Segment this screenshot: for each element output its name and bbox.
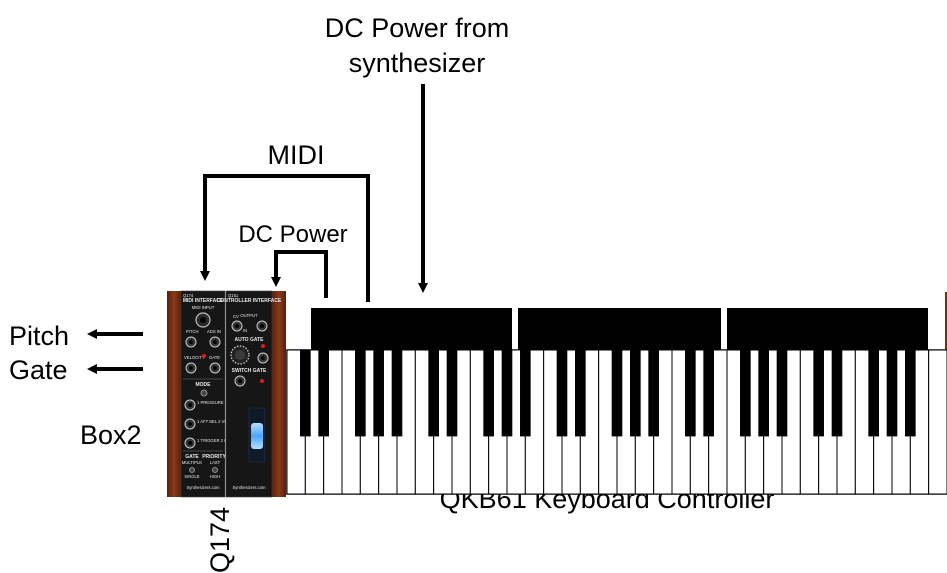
cv-label: CV — [233, 314, 239, 319]
jack-label-velocity: VELOCITY — [184, 355, 205, 360]
pitch-output-label: Pitch — [9, 321, 69, 351]
black-key[interactable] — [556, 350, 568, 437]
module-left-title: MIDI INTERFACE — [183, 298, 224, 304]
black-key[interactable] — [685, 350, 696, 437]
dc-power-connector — [271, 250, 328, 298]
black-key[interactable] — [740, 350, 751, 437]
black-key[interactable] — [355, 350, 366, 437]
gate-multiple-label: MULTIPLE — [182, 460, 202, 465]
auto-gate-led — [261, 344, 265, 348]
gate-single-label: SINGLE — [184, 474, 200, 479]
black-key[interactable] — [868, 350, 879, 437]
keyboard-top-panel-3 — [727, 308, 928, 350]
dc-power-label: DC Power — [238, 221, 347, 248]
white-key[interactable] — [928, 349, 947, 495]
auto-gate-label: AUTO GATE — [235, 337, 265, 343]
ribbon-slider-handle[interactable] — [251, 423, 263, 449]
mode-switch[interactable] — [200, 389, 208, 397]
module-left-id: Q174 — [183, 293, 194, 298]
black-key[interactable] — [318, 350, 329, 437]
wood-side-left — [167, 291, 181, 497]
wood-side-right — [272, 291, 286, 497]
black-key[interactable] — [483, 350, 494, 437]
priority-switch-label: PRIORITY — [202, 454, 226, 460]
gate-switch-label: GATE — [185, 454, 199, 460]
module-left-brand: Synthesizers.com — [186, 485, 220, 490]
midi-interface-module: Q174 MIDI INTERFACE MIDI INPUT PITCH ADS… — [180, 290, 257, 498]
dc-power-from-synth-label-line1: DC Power from — [325, 13, 510, 43]
black-key[interactable] — [446, 350, 458, 437]
output-label: OUTPUT — [240, 313, 258, 318]
switch-gate-led — [260, 379, 264, 383]
keyboard-top-panel-2 — [518, 308, 721, 350]
dc-power-from-synth-label-line2: synthesizer — [349, 48, 486, 78]
black-key[interactable] — [630, 350, 641, 437]
jack-label-ads-in: ADS IN — [207, 329, 221, 334]
black-key[interactable] — [831, 350, 843, 437]
black-key[interactable] — [703, 350, 714, 437]
in-label: IN — [243, 328, 247, 333]
controller-interface-module: Q151 CONTROLLER INTERFACE OUTPUT CV IN A… — [217, 290, 282, 498]
gate-led — [202, 354, 206, 358]
mode-option-3: 1 TRIGGER 2 GATE 3 CV 3 — [197, 438, 250, 443]
box2-label: Box2 — [80, 420, 142, 450]
black-key[interactable] — [648, 350, 659, 437]
black-key[interactable] — [886, 350, 898, 437]
module-right-title: CONTROLLER INTERFACE — [217, 298, 282, 304]
black-key[interactable] — [501, 350, 513, 437]
black-key[interactable] — [391, 350, 403, 437]
black-key[interactable] — [611, 350, 623, 437]
gate-toggle[interactable] — [189, 467, 195, 473]
black-keys — [300, 350, 916, 437]
gate-output-label: Gate — [9, 355, 68, 385]
priority-last-label: LAST — [210, 460, 221, 465]
module-right-brand: Synthesizers.com — [232, 485, 266, 490]
black-key[interactable] — [905, 350, 916, 437]
black-key[interactable] — [373, 350, 384, 437]
switch-gate-label: SWITCH GATE — [232, 368, 267, 374]
priority-toggle[interactable] — [212, 467, 218, 473]
black-key[interactable] — [428, 350, 439, 437]
black-key[interactable] — [758, 350, 769, 437]
midi-connector — [200, 174, 370, 302]
black-key[interactable] — [300, 350, 311, 437]
midi-label: MIDI — [268, 140, 325, 170]
module-rack: Q174 MIDI INTERFACE MIDI INPUT PITCH ADS… — [167, 290, 286, 498]
module-right-id: Q151 — [228, 293, 239, 298]
q174-label: Q174 — [205, 507, 235, 573]
keyboard-top-panel-1 — [311, 308, 512, 350]
jack-label-gate: GATE — [209, 355, 220, 360]
black-key[interactable] — [520, 350, 531, 437]
black-key[interactable] — [575, 350, 586, 437]
mode-label: MODE — [196, 382, 212, 388]
black-key[interactable] — [776, 350, 788, 437]
priority-high-label: HIGH — [210, 474, 220, 479]
black-key[interactable] — [813, 350, 824, 437]
module-left-sub: MIDI INPUT — [192, 305, 215, 310]
qkb61-keyboard — [286, 292, 947, 495]
jack-label-pitch: PITCH — [186, 329, 199, 334]
